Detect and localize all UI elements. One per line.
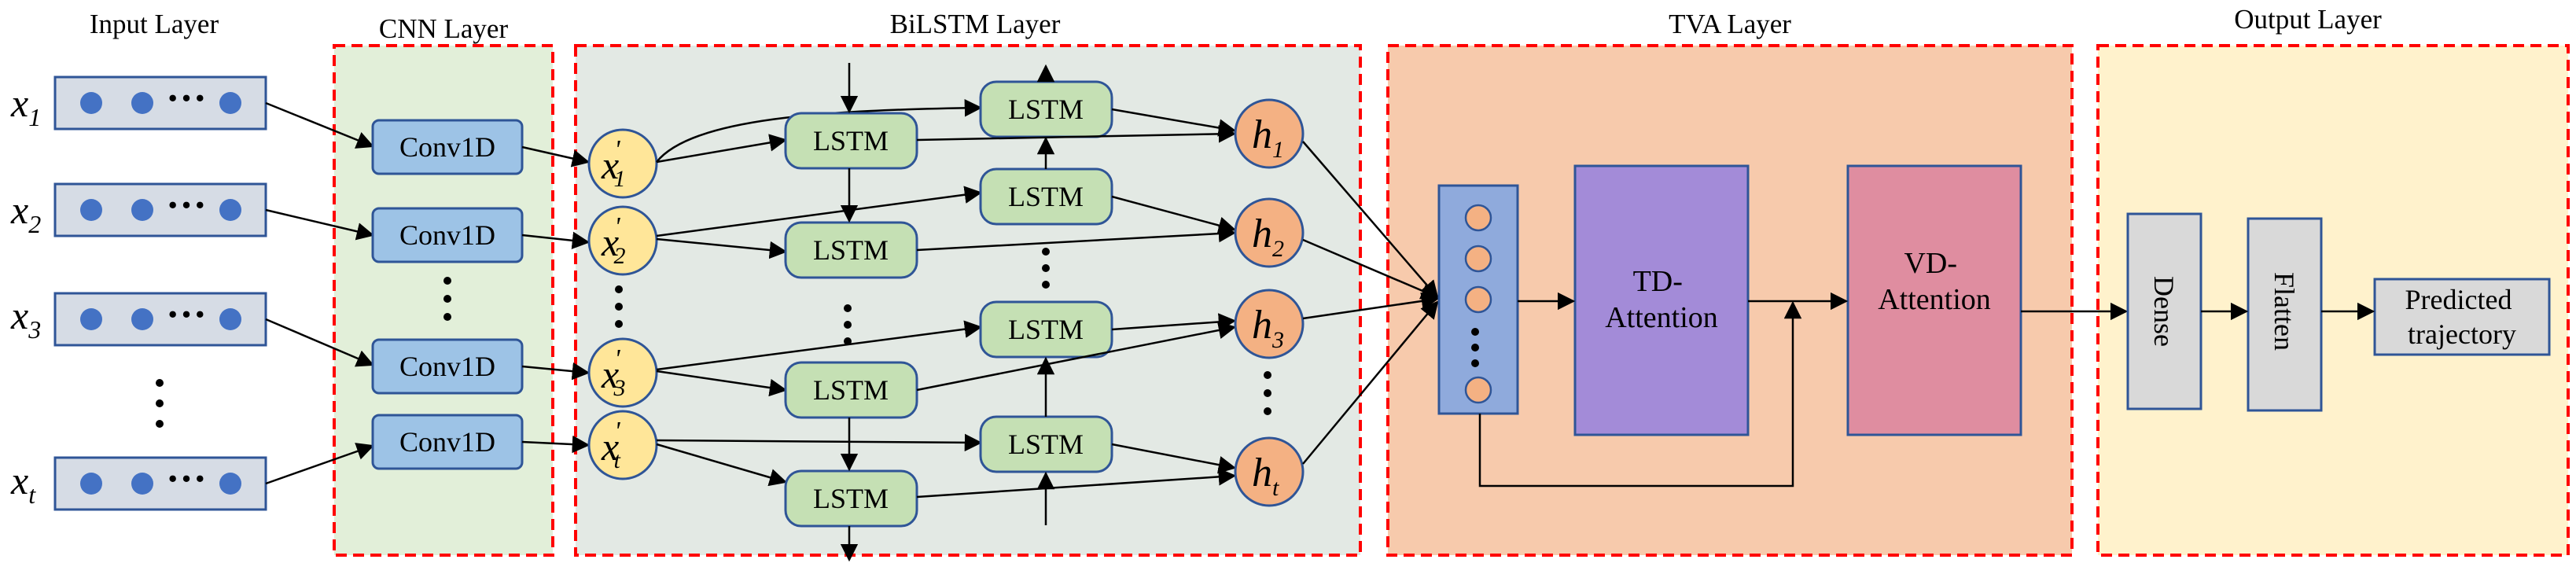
xprime-node-2: x'2 xyxy=(587,205,658,276)
xprime-node-3: x'3 xyxy=(587,337,658,408)
input-layer-title: Input Layer xyxy=(90,9,219,39)
forward-lstm-2: LSTM xyxy=(784,221,918,279)
dense-block: Dense xyxy=(2126,212,2202,410)
hidden-node-t: ht xyxy=(1234,436,1305,507)
forward-lstm-t: LSTM xyxy=(784,469,918,528)
input-label-2: x2 xyxy=(10,188,41,238)
xprime-to-lstm-arrows xyxy=(656,99,983,487)
conv-vertical-ellipsis xyxy=(443,277,451,321)
input-dot xyxy=(80,199,102,221)
forward-lstm-3: LSTM xyxy=(784,361,918,419)
conv1d-label: Conv1D xyxy=(399,351,495,382)
conv1d-label: Conv1D xyxy=(399,219,495,251)
xprime-label: x't xyxy=(601,417,620,473)
lstm-label: LSTM xyxy=(1008,181,1084,212)
input-dot xyxy=(80,473,102,495)
xprime-node-1: x'1 xyxy=(587,128,658,199)
xprime-label: x'1 xyxy=(601,135,625,192)
input-dot xyxy=(219,473,241,495)
input-to-conv-arrows xyxy=(265,101,375,485)
predicted-trajectory-label: Predicted trajectory xyxy=(2405,284,2519,350)
hidden-label: ht xyxy=(1252,451,1279,501)
flatten-block: Flatten xyxy=(2247,217,2323,412)
lstm-label: LSTM xyxy=(813,483,889,514)
output-layer-title: Output Layer xyxy=(2234,4,2382,35)
hidden-label: h2 xyxy=(1252,212,1284,262)
input-dot xyxy=(219,199,241,221)
xprime-vertical-ellipsis xyxy=(615,285,623,328)
cnn-layer-title: CNN Layer xyxy=(379,13,509,44)
forward-lstm-ellipsis xyxy=(844,304,852,345)
vd-attention-block: VD- Attention xyxy=(1846,164,2022,436)
input-ellipsis: ··· xyxy=(166,183,207,228)
input-row-2: x2 ··· xyxy=(10,182,267,238)
conv1d-block-1: Conv1D xyxy=(371,119,524,175)
input-label-3: x3 xyxy=(10,293,41,344)
input-row-3: x3 ··· xyxy=(10,292,267,347)
input-dot xyxy=(80,308,102,330)
input-row-1: x1 ··· xyxy=(10,75,267,131)
lstm-label: LSTM xyxy=(1008,429,1084,460)
input-dot xyxy=(131,473,153,495)
input-dot xyxy=(80,92,102,114)
input-ellipsis: ··· xyxy=(166,293,207,337)
flatten-label: Flatten xyxy=(2269,272,2300,351)
td-attention-block: TD- Attention xyxy=(1573,164,1750,436)
backward-lstm-1: LSTM xyxy=(979,80,1113,138)
lstm-to-hidden-arrows xyxy=(916,108,1237,499)
xprime-label: x'3 xyxy=(601,344,625,401)
dense-label: Dense xyxy=(2148,276,2180,347)
hidden-to-tva-arrows xyxy=(1302,141,1440,465)
lstm-label: LSTM xyxy=(813,374,889,406)
input-dot xyxy=(219,92,241,114)
hidden-label: h3 xyxy=(1252,303,1284,353)
input-dot xyxy=(219,308,241,330)
conv1d-block-3: Conv1D xyxy=(371,338,524,395)
input-vertical-ellipsis xyxy=(156,379,164,428)
lstm-label: LSTM xyxy=(813,125,889,156)
td-attention-label: TD- Attention xyxy=(1605,265,1718,334)
lstm-label: LSTM xyxy=(813,234,889,266)
input-row-t: xt ··· xyxy=(10,456,267,511)
bilstm-layer-title: BiLSTM Layer xyxy=(890,9,1061,39)
conv1d-label: Conv1D xyxy=(399,131,495,163)
tva-layer-title: TVA Layer xyxy=(1669,9,1791,39)
hidden-node-2: h2 xyxy=(1234,197,1305,268)
lstm-label: LSTM xyxy=(1008,314,1084,345)
input-dot xyxy=(131,92,153,114)
conv-to-xprime-arrows xyxy=(521,145,591,454)
hidden-label: h1 xyxy=(1252,112,1284,163)
xprime-label: x'2 xyxy=(601,212,625,269)
input-label-1: x1 xyxy=(10,81,41,131)
input-ellipsis: ··· xyxy=(166,76,207,121)
tva-arrows xyxy=(1478,292,2129,488)
input-label-t: xt xyxy=(10,458,36,509)
input-dot xyxy=(131,308,153,330)
conv1d-block-t: Conv1D xyxy=(371,414,524,470)
hidden-node-1: h1 xyxy=(1234,98,1305,169)
backward-lstm-t: LSTM xyxy=(979,415,1113,473)
backward-lstm-3: LSTM xyxy=(979,300,1113,359)
backward-lstm-2: LSTM xyxy=(979,167,1113,226)
tva-vector xyxy=(1437,184,1519,415)
conv1d-block-2: Conv1D xyxy=(371,207,524,263)
predicted-trajectory-block: Predicted trajectory xyxy=(2373,278,2551,356)
conv1d-label: Conv1D xyxy=(399,426,495,458)
input-dot xyxy=(131,199,153,221)
backward-lstm-ellipsis xyxy=(1042,248,1050,289)
hidden-node-3: h3 xyxy=(1234,289,1305,359)
input-ellipsis: ··· xyxy=(166,457,207,502)
forward-lstm-1: LSTM xyxy=(784,112,918,170)
xprime-node-t: x't xyxy=(587,410,658,480)
vd-attention-label: VD- Attention xyxy=(1878,247,1991,316)
hidden-vertical-ellipsis xyxy=(1264,371,1271,415)
lstm-label: LSTM xyxy=(1008,94,1084,125)
